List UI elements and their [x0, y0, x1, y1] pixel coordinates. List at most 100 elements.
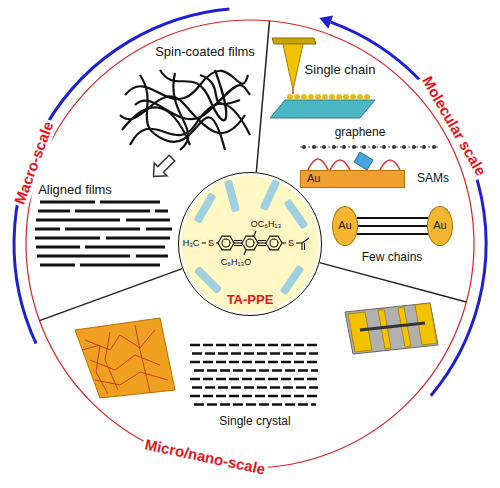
graphene-layer	[300, 146, 440, 147]
polymer-rod	[280, 265, 305, 296]
substrate	[301, 94, 307, 100]
molecule-structure	[266, 236, 282, 250]
aligned-film	[136, 255, 168, 258]
hollow-arrow	[147, 152, 178, 183]
polymer-tangle	[120, 70, 250, 150]
graphene-layer	[312, 145, 316, 149]
aligned-film	[40, 201, 95, 204]
molecule-structure	[302, 238, 309, 243]
graphene-layer	[302, 145, 306, 149]
graphene-layer	[342, 145, 346, 149]
scale-arrow	[319, 16, 333, 29]
atom-label: S	[286, 238, 296, 249]
molecule-structure	[301, 243, 302, 250]
molecule-core	[178, 172, 322, 316]
molecule-structure	[242, 236, 258, 250]
crystal-device	[360, 323, 425, 330]
single-crystal	[194, 403, 316, 406]
molecular-chain	[357, 217, 428, 219]
aligned-film	[146, 228, 172, 231]
molecule-structure	[246, 239, 254, 247]
sample-label: SAMs	[417, 171, 449, 185]
graphene-layer	[322, 145, 326, 149]
substrate	[343, 94, 349, 100]
layer-label: graphene	[335, 125, 386, 139]
fibre-network	[90, 355, 160, 370]
crystal-device	[345, 303, 438, 354]
substrate	[287, 94, 293, 100]
molecule-structure	[258, 240, 266, 241]
molecule-circle: TA-PPE	[178, 172, 322, 316]
aligned-film	[100, 201, 160, 204]
graphene-layer	[362, 145, 366, 149]
crystal-device	[345, 303, 438, 354]
polymer-rod	[194, 179, 309, 296]
polymer-tangle	[125, 71, 248, 100]
atom-label: H₃C	[181, 238, 202, 249]
hollow-arrow	[147, 152, 178, 183]
substrate	[350, 94, 356, 100]
substrate	[364, 94, 370, 100]
single-crystal	[190, 378, 320, 381]
fibre-network	[95, 372, 168, 385]
gold-contact: Au	[332, 206, 358, 246]
polymer-name: TA-PPE	[227, 292, 274, 308]
aligned-film	[36, 246, 80, 249]
fibre-network	[85, 330, 155, 350]
graphene-layer	[372, 145, 376, 149]
molecule-structure	[201, 231, 309, 255]
aligned-film	[155, 210, 168, 213]
aligned-film	[37, 255, 130, 258]
afm-tip	[283, 44, 303, 90]
molecule-structure	[234, 245, 242, 246]
sample-label: Aligned films	[38, 182, 112, 198]
graphene-layer	[332, 145, 336, 149]
single-crystal	[192, 352, 318, 355]
sector-divider	[40, 269, 183, 321]
atom-label: OC₆H₁₃	[249, 219, 283, 230]
polymer-rod	[260, 179, 281, 211]
outer-ring	[26, 20, 474, 468]
scale-title: Micro/nano-scale	[141, 435, 269, 479]
polymer-rod	[224, 180, 240, 213]
graphene-layer	[422, 145, 426, 149]
single-crystal	[190, 361, 320, 364]
sector-divider	[40, 21, 467, 321]
sample-label: Few chains	[362, 250, 423, 264]
molecule-structure	[222, 239, 230, 247]
electrode-label: Au	[338, 219, 351, 232]
graphene-layer	[412, 145, 416, 149]
molecule-structure	[258, 242, 266, 243]
aligned-film	[126, 219, 170, 222]
sample-label: Single chain	[305, 62, 376, 78]
single-crystal	[190, 344, 320, 347]
aligned-film	[35, 228, 60, 231]
aligned-film	[35, 237, 100, 240]
molecule-structure	[244, 250, 246, 255]
graphene-layer	[382, 145, 386, 149]
substrate	[270, 100, 375, 118]
polymer-tangle	[140, 75, 225, 150]
molecular-chain	[357, 233, 428, 235]
electrode-label: Au	[307, 172, 320, 185]
single-crystal	[190, 395, 320, 398]
sample-label: Spin-coated films	[155, 44, 255, 60]
sector-divider	[256, 21, 269, 172]
molecule-structure	[218, 236, 234, 250]
crystal-device	[348, 312, 372, 352]
molecule-core	[182, 176, 318, 312]
substrate	[270, 90, 375, 118]
aligned-film	[36, 219, 120, 222]
fibre-network	[75, 318, 175, 398]
graphene-layer	[300, 145, 440, 149]
fibre-network	[105, 332, 118, 390]
substrate	[357, 94, 363, 100]
substrate	[292, 90, 294, 94]
molecule-structure	[304, 243, 305, 250]
scale-arrow	[331, 22, 486, 396]
molecule-structure	[295, 242, 302, 243]
aligned-film	[35, 202, 172, 265]
fibre-network	[82, 325, 168, 394]
substrate	[329, 94, 335, 100]
gold-electrode: Au	[300, 170, 405, 188]
